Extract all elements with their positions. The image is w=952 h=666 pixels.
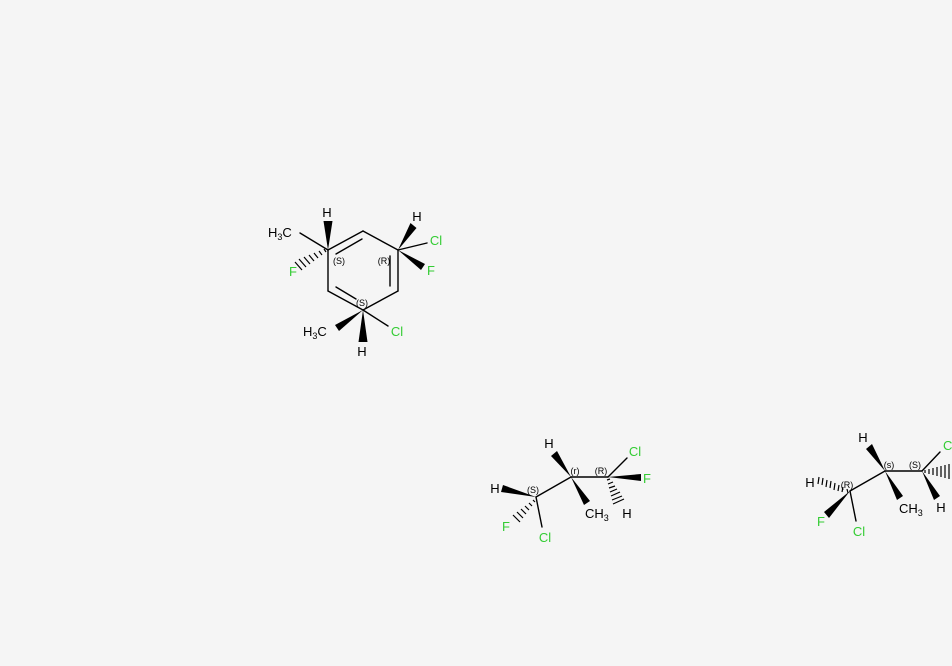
stereo-descriptor: (S) xyxy=(909,460,921,470)
wedge-bond xyxy=(398,250,425,270)
chlorine-label: Cl xyxy=(430,233,442,248)
stereo-descriptor: (R) xyxy=(378,256,391,266)
hydrogen-label: H xyxy=(805,475,814,490)
hashed-bond xyxy=(294,248,327,271)
fluorine-label: F xyxy=(643,471,651,486)
hydrogen-label: H xyxy=(357,344,366,359)
stereo-descriptor: (s) xyxy=(884,460,895,470)
methyl-label: H3C xyxy=(303,324,327,341)
wedge-bond xyxy=(824,491,850,518)
methyl-label: CH3 xyxy=(899,501,923,518)
fluorine-label: F xyxy=(289,264,297,279)
chlorine-bond xyxy=(362,309,389,327)
wedge-bond xyxy=(571,477,590,505)
backbone-bond xyxy=(535,476,572,498)
wedge-bond xyxy=(501,485,536,497)
chlorine-label: Cl xyxy=(539,530,551,545)
wedge-bond xyxy=(608,474,641,481)
stereo-descriptor: (S) xyxy=(356,298,368,308)
hashed-bond xyxy=(924,464,950,479)
wedge-bond xyxy=(323,221,333,250)
wedge-bond xyxy=(885,471,903,500)
hashed-bond xyxy=(512,499,536,523)
stereo-descriptor: (S) xyxy=(527,485,539,495)
molecule-propane-right: H (R) F Cl H (s) CH3 (S) Cl H xyxy=(805,430,952,539)
chlorine-label: Cl xyxy=(853,524,865,539)
stereo-descriptor: (S) xyxy=(333,256,345,266)
hydrogen-label: H xyxy=(858,430,867,445)
chlorine-bond xyxy=(397,242,428,251)
chlorine-bond xyxy=(849,490,857,522)
fluorine-label: F xyxy=(502,519,510,534)
hashed-bond xyxy=(606,478,625,505)
ring-bond xyxy=(327,290,364,311)
backbone-bond xyxy=(849,470,886,492)
methyl-label: H3C xyxy=(268,225,292,242)
chlorine-bond xyxy=(535,496,543,528)
chlorine-label: Cl xyxy=(629,444,641,459)
hydrogen-label: H xyxy=(322,205,331,220)
chlorine-bond xyxy=(607,457,628,478)
double-bond-inner xyxy=(335,238,363,255)
wedge-bond xyxy=(398,223,417,250)
hydrogen-label: H xyxy=(622,506,631,521)
ring-bond xyxy=(362,290,399,311)
methyl-label: CH3 xyxy=(585,506,609,523)
wedge-bond xyxy=(551,451,571,477)
chlorine-bond xyxy=(921,451,941,472)
chlorine-label: Cl xyxy=(943,438,952,453)
wedge-bond xyxy=(922,471,940,500)
double-bond-inner xyxy=(335,286,357,300)
ring-bond xyxy=(327,230,364,251)
stereo-descriptor: (R) xyxy=(595,466,608,476)
stereo-descriptor: (r) xyxy=(571,466,580,476)
hydrogen-label: H xyxy=(936,500,945,515)
fluorine-label: F xyxy=(427,263,435,278)
ring-bond xyxy=(362,230,399,251)
molecule-propane-middle: H (S) F Cl H (r) CH3 (R) Cl F H xyxy=(490,436,651,545)
hydrogen-label: H xyxy=(544,436,553,451)
wedge-bond xyxy=(358,310,368,342)
wedge-bond xyxy=(335,310,363,331)
wedge-bond xyxy=(866,444,885,471)
hydrogen-label: H xyxy=(412,209,421,224)
stereo-descriptor: (R) xyxy=(841,480,854,490)
methyl-bond xyxy=(299,232,329,251)
hashed-bond xyxy=(817,476,849,494)
chlorine-label: Cl xyxy=(391,324,403,339)
fluorine-label: F xyxy=(817,514,825,529)
molecule-cyclohexadiene: H H3C F (S) H Cl F (R) (S) H3C Cl H xyxy=(268,205,442,359)
hydrogen-label: H xyxy=(490,481,499,496)
